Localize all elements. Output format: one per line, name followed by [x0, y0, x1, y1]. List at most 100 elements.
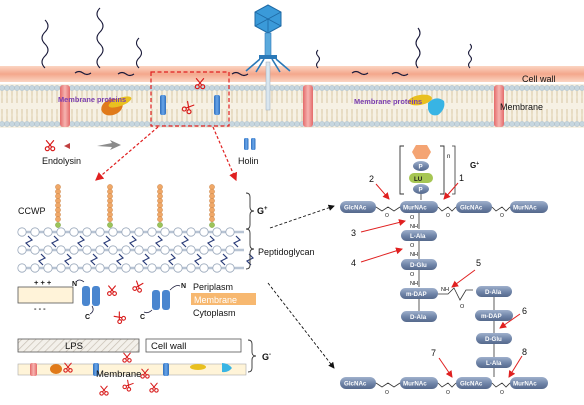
- membrane-schematic: + + + - - - N C N C Periplasm Membrane C…: [17, 278, 256, 325]
- o-link-5: O: [446, 390, 450, 396]
- membrane-proteins-label-left: Membrane proteins: [58, 95, 126, 104]
- gneg-membrane-label: Membrane: [96, 369, 141, 380]
- phosphate-2: P: [419, 187, 423, 194]
- gram-negative-envelope: LPS Cell wall Membrane G-: [17, 338, 271, 396]
- gneg-cell-wall-label: Cell wall: [151, 341, 186, 352]
- membrane-label: Membrane: [500, 102, 543, 112]
- lps-label: LPS: [65, 341, 83, 352]
- cleavage-site-8: 8: [522, 347, 527, 357]
- glcnac-3: GlcNAc: [344, 381, 367, 388]
- l-ala-1: L-Ala: [410, 233, 426, 240]
- link-arrow-top: [269, 204, 335, 229]
- scissors-icon: [131, 280, 145, 294]
- wall-teichoic-acids: [41, 7, 473, 77]
- g-minus-label: G-: [262, 352, 271, 362]
- zoom-region-box: [150, 71, 230, 127]
- holin-label: Holin: [238, 156, 259, 166]
- link-arrow-bottom: [267, 282, 335, 369]
- lu-label: LU: [414, 176, 423, 183]
- carbonyl-o-1: O: [410, 215, 415, 221]
- cell-wall-band: [0, 66, 584, 82]
- glcnac-4: GlcNAc: [460, 381, 483, 388]
- cleavage-site-5: 5: [476, 258, 481, 268]
- c-terminus-2: C: [140, 314, 145, 321]
- scissors-icon: [44, 140, 56, 152]
- zoom-arrow-left: [95, 126, 159, 181]
- scissors-icon: [149, 382, 159, 393]
- amide-nh-2: NH: [410, 252, 418, 258]
- periplasm-label: Periplasm: [193, 282, 233, 292]
- scissors-icon: [121, 379, 135, 393]
- peptidoglycan-label: Peptidoglycan: [258, 247, 315, 257]
- scissors-icon: [107, 285, 117, 296]
- holin-icon: [244, 138, 249, 150]
- lipid-bilayer: [0, 84, 584, 128]
- d-ala-1: D-Ala: [410, 314, 427, 321]
- peptidoglycan-brace: [245, 228, 255, 270]
- d-glu-2: D-Glu: [485, 336, 502, 343]
- cleavage-site-1: 1: [459, 173, 464, 183]
- amide-nh-1: NH: [410, 224, 418, 230]
- o-link-3: O: [500, 213, 504, 219]
- o-link-1: O: [385, 213, 389, 219]
- glcnac-1: GlcNAc: [344, 205, 367, 212]
- phage-icon: [245, 4, 291, 111]
- arrow-icon: [97, 140, 121, 150]
- membrane-channels: [60, 85, 504, 127]
- c-terminus-1: C: [85, 314, 90, 321]
- n-terminus-2: N: [181, 283, 186, 290]
- o-link-2: O: [446, 213, 450, 219]
- cell-wall-label: Cell wall: [522, 74, 556, 84]
- lps-box: [17, 338, 140, 353]
- wta-hexagon: [412, 145, 431, 159]
- cleavage-site-4: 4: [351, 258, 356, 268]
- membrane-box-label: Membrane: [194, 295, 237, 305]
- peptidoglycan-mesh: [17, 227, 255, 273]
- m-dap-1: m-DAP: [406, 291, 427, 298]
- n-terminus-1: N: [72, 281, 77, 288]
- phosphate-1: P: [419, 164, 423, 171]
- membrane-proteins-right: Membrane proteins: [354, 94, 445, 116]
- ccwp-label: CCWP: [18, 206, 46, 216]
- crosslink-o: O: [460, 304, 465, 310]
- negative-charges: - - -: [34, 304, 46, 313]
- murnac-4: MurNAc: [513, 381, 537, 388]
- cleavage-site-7: 7: [431, 348, 436, 358]
- o-link-4: O: [385, 390, 389, 396]
- murnac-3: MurNAc: [403, 381, 427, 388]
- carbonyl-o-3: O: [410, 272, 415, 278]
- cytoplasm-label: Cytoplasm: [193, 308, 236, 318]
- scissors-icon: [99, 385, 109, 396]
- o-link-6: O: [500, 390, 504, 396]
- ccwp-chains: [55, 184, 215, 228]
- membrane-box: [191, 293, 256, 305]
- holin-legend: Holin: [238, 138, 259, 166]
- murnac-2: MurNAc: [513, 205, 537, 212]
- membrane-proteins-left: Membrane proteins: [58, 95, 132, 116]
- zoom-arrow-right: [212, 126, 237, 182]
- carbonyl-o-2: O: [410, 243, 415, 249]
- charged-membrane-box: [17, 286, 74, 304]
- crosslink-nh: NH: [441, 287, 449, 293]
- glcnac-2: GlcNAc: [460, 205, 483, 212]
- murnac-1: MurNAc: [403, 205, 427, 212]
- scissors-icon: [112, 310, 127, 325]
- cleavage-site-3: 3: [351, 228, 356, 238]
- cleavage-site-2: 2: [369, 174, 374, 184]
- peptidoglycan-structure: P LU P G+ n GlcNAc MurNAc GlcNAc MurNAc …: [340, 145, 548, 396]
- membrane-proteins-label-right: Membrane proteins: [354, 97, 422, 106]
- cleavage-site-6: 6: [522, 306, 527, 316]
- d-glu-1: D-Glu: [410, 262, 427, 269]
- g-plus-brace: [245, 192, 255, 230]
- holins-in-membrane: [160, 95, 220, 115]
- lu-unit: [409, 173, 433, 183]
- scissors-icon: [122, 352, 132, 363]
- positive-charges: + + +: [34, 278, 52, 287]
- d-ala-2: D-Ala: [485, 289, 502, 296]
- amide-nh-3: NH: [410, 281, 418, 287]
- g-plus-label: G+: [257, 206, 268, 216]
- n-subscript: n: [447, 154, 450, 160]
- gneg-cell-wall-box: [145, 338, 242, 353]
